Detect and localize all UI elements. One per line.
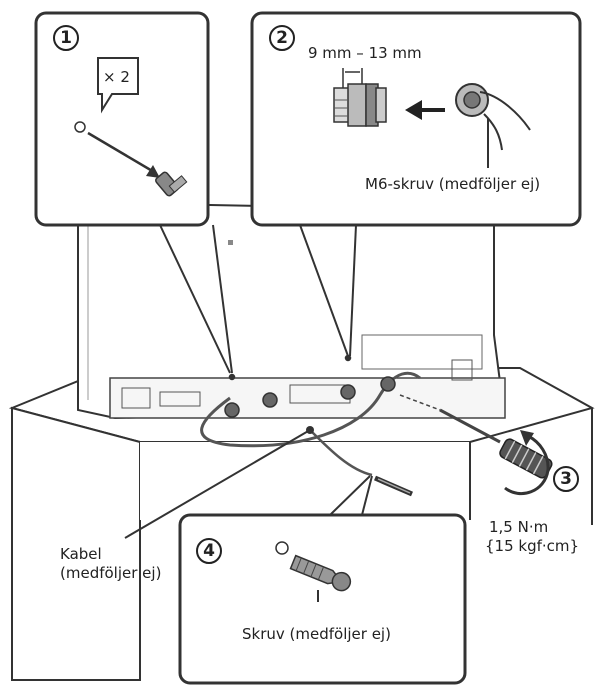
cable — [200, 371, 421, 448]
callout-4-box — [178, 513, 467, 685]
rotate-arrow-icon — [504, 434, 550, 496]
screwdriver-icon — [399, 394, 553, 479]
torque-label-line1: 1,5 N·m — [489, 518, 549, 536]
screw-icon — [374, 475, 413, 497]
bolt-icon — [155, 171, 188, 197]
quantity-label: × 2 — [103, 68, 130, 86]
wall-screw-label: Skruv (medföljer ej) — [242, 625, 391, 643]
torque-label-line2: {15 kgf·cm} — [485, 537, 580, 555]
cable-label-line1: Kabel — [60, 545, 102, 563]
step-3-marker: 3 — [553, 466, 579, 492]
cable-label-line2: (medföljer ej) — [60, 564, 162, 582]
tv-body — [77, 204, 506, 420]
step-2-marker: 2 — [269, 25, 295, 51]
leader-lines — [124, 224, 373, 539]
tv-screws — [224, 354, 396, 418]
step-4-marker: 4 — [196, 538, 222, 564]
m6-screw-label: M6-skruv (medföljer ej) — [365, 175, 541, 193]
step-1-marker: 1 — [53, 25, 79, 51]
callout-2-box — [250, 11, 582, 227]
dimension-label: 9 mm – 13 mm — [308, 44, 422, 62]
wall-screw-icon — [289, 554, 352, 592]
